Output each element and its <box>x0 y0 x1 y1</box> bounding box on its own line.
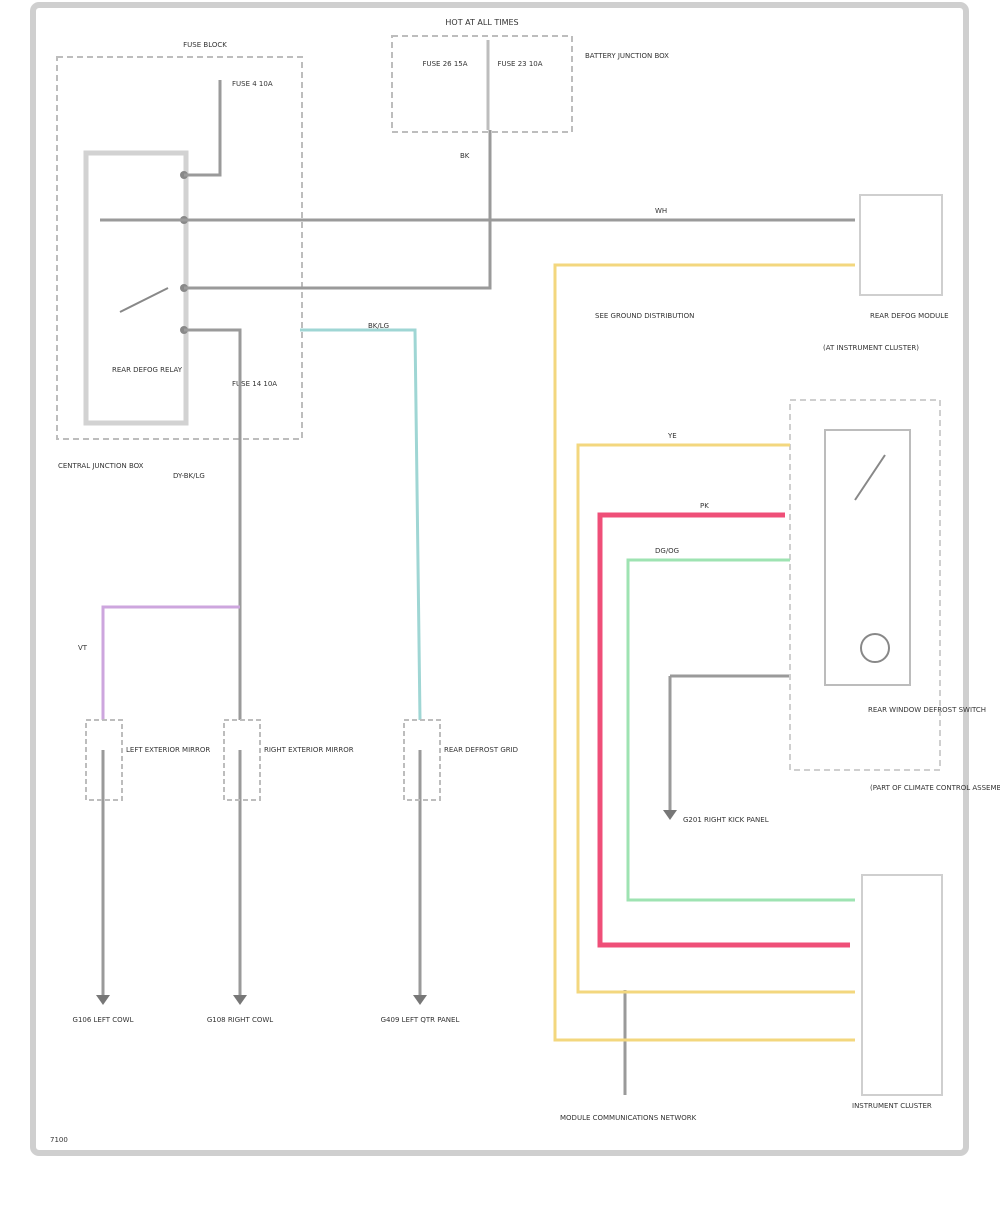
fuse-c-label: FUSE 26 15A <box>422 60 467 68</box>
ground-right-label: G108 RIGHT COWL <box>207 1016 273 1024</box>
teal-wire <box>300 328 422 721</box>
ground-left-label: G106 LEFT COWL <box>73 1016 134 1024</box>
central-junction-box-label: CENTRAL JUNCTION BOX <box>58 462 144 470</box>
page-id: 7100 <box>50 1136 68 1144</box>
wire-bk-lg-label: BK/LG <box>368 322 389 330</box>
instrument-cluster-label: INSTRUMENT CLUSTER <box>852 1102 932 1110</box>
green-wire <box>626 558 855 902</box>
ground-right-icon <box>233 995 247 1005</box>
pink-wire <box>597 512 850 948</box>
relay-name-label: REAR DEFOG RELAY <box>112 366 183 374</box>
battery-junction-box <box>391 35 573 133</box>
gray-wires <box>100 80 855 1095</box>
switch-contact <box>854 454 886 501</box>
ground-rear-label: G409 LEFT QTR PANEL <box>381 1016 460 1024</box>
yellow-wires <box>553 263 855 1042</box>
wire-ye-label: YE <box>667 432 677 440</box>
wire-dg-og-label: DG/OG <box>655 547 679 555</box>
c1-wire-label: DY-BK/LG <box>173 472 205 480</box>
ground-switch-label: G201 RIGHT KICK PANEL <box>683 816 769 824</box>
ground-left-icon <box>96 995 110 1005</box>
battery-junction-box-label: BATTERY JUNCTION BOX <box>585 52 669 60</box>
fuse-a-label: FUSE 4 10A <box>232 80 273 88</box>
defrost-switch-box <box>824 429 911 686</box>
hot-at-all-times-label: HOT AT ALL TIMES <box>445 18 518 27</box>
switch-name-label: REAR WINDOW DEFROST SWITCH <box>868 706 986 714</box>
module-top-sub-label: (AT INSTRUMENT CLUSTER) <box>823 344 919 352</box>
page-frame <box>30 2 969 1156</box>
fuse-block-title: FUSE BLOCK <box>183 41 227 49</box>
wire-vt-label: VT <box>78 644 88 652</box>
central-junction-box <box>56 56 303 440</box>
right-mirror-heater <box>223 719 261 801</box>
fuse-b-label: FUSE 14 10A <box>232 380 277 388</box>
mirror-right-label: RIGHT EXTERIOR MIRROR <box>264 746 354 754</box>
indicator-lamp-icon <box>860 633 890 663</box>
defroster-grid-label: REAR DEFROST GRID <box>444 746 518 754</box>
mirror-left-label: LEFT EXTERIOR MIRROR <box>126 746 210 754</box>
wire-bk-label: BK <box>460 152 470 160</box>
module-top-label: REAR DEFOG MODULE <box>870 312 949 320</box>
wire-wh-label: WH <box>655 207 667 215</box>
switch-sub-label: (PART OF CLIMATE CONTROL ASSEMBLY) <box>870 784 1000 792</box>
defog-relay-box <box>83 150 189 426</box>
rear-defrost-grid <box>403 719 441 801</box>
wire-pk-label: PK <box>700 502 709 510</box>
climate-control-assembly <box>789 399 941 771</box>
ground-rear-icon <box>413 995 427 1005</box>
left-mirror-heater <box>85 719 123 801</box>
violet-wire <box>101 605 240 720</box>
ground-switch-icon <box>663 810 677 820</box>
module-comm-label: MODULE COMMUNICATIONS NETWORK <box>560 1114 697 1122</box>
defog-module-box <box>859 194 943 296</box>
fuse-d-label: FUSE 23 10A <box>497 60 542 68</box>
relay-contact <box>119 287 169 313</box>
instrument-cluster-box <box>861 874 943 1096</box>
see-ground-label: SEE GROUND DISTRIBUTION <box>595 312 694 320</box>
